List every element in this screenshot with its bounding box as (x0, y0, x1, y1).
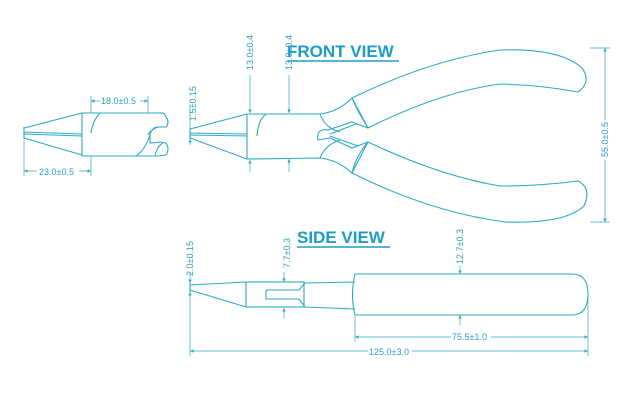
dim-detail-jaw-length: 23.0±0.5 (39, 167, 74, 177)
front-view-title: FRONT VIEW (287, 42, 399, 62)
svg-text:FRONT VIEW: FRONT VIEW (287, 42, 395, 61)
dim-overall-height: 55.0±0.5 (600, 122, 610, 157)
dim-handle-length: 75.5±1.0 (452, 332, 487, 342)
dim-handle-thickness: 12.7±0.3 (455, 229, 465, 264)
svg-text:SIDE VIEW: SIDE VIEW (297, 228, 386, 247)
pliers-front-view: 1.5±0.15 13.0±0.4 13.0±0.4 55.0±0.5 (188, 35, 612, 223)
dim-tip-thickness-side: 2.0±0.15 (185, 241, 195, 276)
dim-detail-body-length: 18.0±0.5 (101, 96, 136, 106)
side-view-title: SIDE VIEW (297, 228, 390, 248)
jaw-detail-view: 18.0±0.5 23.0±0.5 (23, 95, 169, 177)
dim-tip-thickness-front: 1.5±0.15 (188, 86, 198, 121)
dim-joint-thickness: 7.7±0.3 (282, 238, 292, 268)
pliers-side-view: 2.0±0.15 7.7±0.3 12.7±0.3 75.5±1.0 125.0… (185, 229, 589, 357)
dim-overall-length: 125.0±3.0 (369, 347, 409, 357)
dim-body-height-2: 13.0±0.4 (284, 35, 294, 70)
dim-body-height-1: 13.0±0.4 (245, 35, 255, 70)
